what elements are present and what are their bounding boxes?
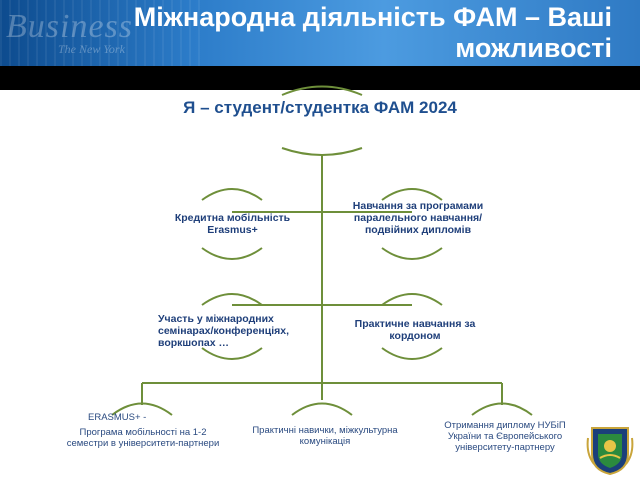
root-node: Я – студент/студентка ФАМ 2024 (183, 98, 457, 117)
l2-left-arc-bottom (201, 347, 263, 360)
l2-left-arc-top (201, 293, 263, 306)
root-arc-bottom (281, 147, 363, 156)
l1-right-arc-top (381, 188, 443, 201)
root-arc-top (281, 85, 363, 96)
header-banner: Business The New York Міжнародна діяльні… (0, 0, 640, 66)
node-credit-mobility: Кредитна мобільність Erasmus+ (174, 212, 291, 236)
l1-left-arc-top (201, 188, 263, 201)
header-bg-subword: The New York (58, 42, 125, 56)
leaf-diploma: Отримання диплому НУБіП України та Європ… (444, 420, 566, 453)
leaf-erasmus-label: ERASMUS+ - (88, 412, 147, 423)
leaf3-arc-top (471, 402, 533, 416)
leaf-practical-skills: Практичні навички, міжкультурна комуніка… (252, 425, 398, 447)
l1-right-arc-bottom (381, 247, 443, 260)
header-decor-lines (0, 0, 200, 66)
header-black-bar (0, 66, 640, 90)
l2-right-arc-bottom (381, 347, 443, 360)
university-crest-icon (586, 427, 634, 476)
node-seminars: Участь у міжнародних семінарах/конференц… (158, 313, 290, 349)
node-internship: Практичне навчання за кордоном (354, 318, 476, 342)
l2-right-arc-top (381, 293, 443, 306)
leaf1-arc-top (111, 402, 173, 416)
l1-left-arc-bottom (201, 247, 263, 260)
leaf2-arc-top (291, 402, 353, 416)
slide-title: Міжнародна діяльність ФАМ – Ваші можливо… (133, 2, 612, 63)
node-double-degree: Навчання за програмами паралельного навч… (352, 200, 484, 236)
header-bg-word: Business (6, 8, 133, 45)
leaf-erasmus-desc: Програма мобільності на 1-2 семестри в у… (66, 427, 220, 449)
